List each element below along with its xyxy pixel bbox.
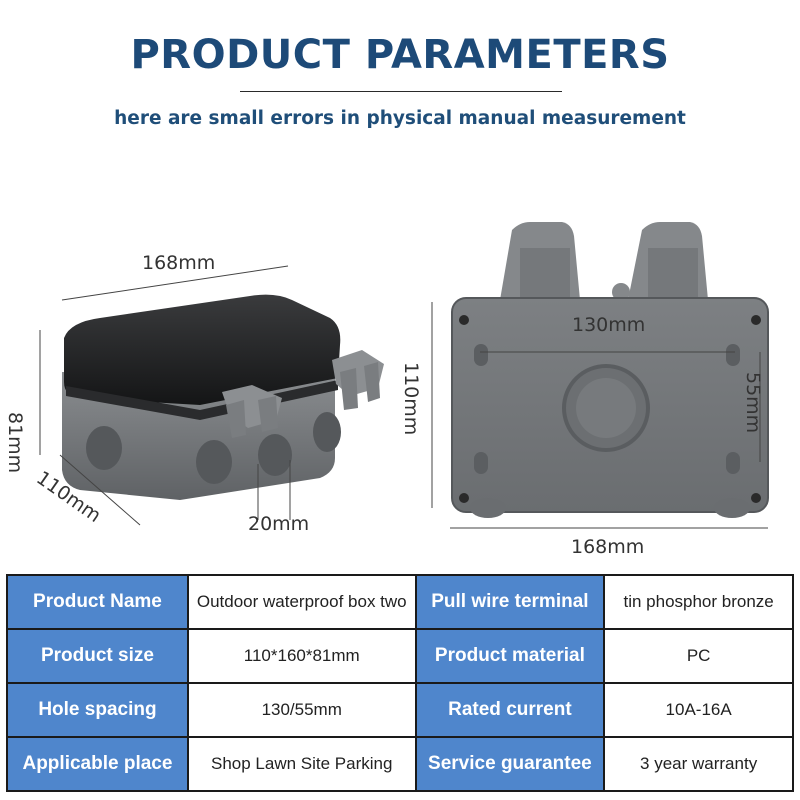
spec-value: 10A-16A: [603, 682, 794, 738]
page-subtitle: here are small errors in physical manual…: [114, 108, 686, 129]
page-title: PRODUCT PARAMETERS: [130, 32, 670, 78]
top-hole-spacing-label: 130mm: [572, 314, 646, 336]
hole-size-label: 20mm: [248, 513, 310, 535]
spec-label: Product material: [414, 628, 606, 684]
spec-label: Applicable place: [6, 736, 189, 792]
spec-value: 130/55mm: [186, 682, 417, 738]
table-row: Hole spacing 130/55mm Rated current 10A-…: [6, 682, 794, 738]
table-row: Applicable place Shop Lawn Site Parking …: [6, 736, 794, 792]
side-dimension-lines: [39, 265, 291, 526]
side-height-label: 81mm: [4, 412, 26, 474]
spec-label: Service guarantee: [414, 736, 606, 792]
box-side-view: [62, 294, 384, 500]
top-vertical-spacing-label: 55mm: [742, 372, 764, 434]
spec-value: 3 year warranty: [603, 736, 794, 792]
spec-value: tin phosphor bronze: [603, 574, 794, 630]
table-row: Product Name Outdoor waterproof box two …: [6, 574, 794, 630]
top-height-label: 110mm: [400, 362, 422, 436]
box-top-view: [451, 222, 769, 518]
spec-value: 110*160*81mm: [186, 628, 417, 684]
top-width-label: 168mm: [571, 536, 645, 558]
spec-label: Pull wire terminal: [414, 574, 606, 630]
spec-value: PC: [603, 628, 794, 684]
spec-table: Product Name Outdoor waterproof box two …: [6, 574, 794, 792]
spec-label: Rated current: [414, 682, 606, 738]
top-dimension-lines: [431, 302, 768, 529]
spec-value: Shop Lawn Site Parking: [186, 736, 417, 792]
spec-label: Product Name: [6, 574, 189, 630]
title-divider: [240, 91, 562, 92]
spec-label: Hole spacing: [6, 682, 189, 738]
product-illustration: [39, 222, 769, 529]
spec-value: Outdoor waterproof box two: [186, 574, 417, 630]
table-row: Product size 110*160*81mm Product materi…: [6, 628, 794, 684]
spec-label: Product size: [6, 628, 189, 684]
side-width-label: 168mm: [142, 252, 216, 274]
